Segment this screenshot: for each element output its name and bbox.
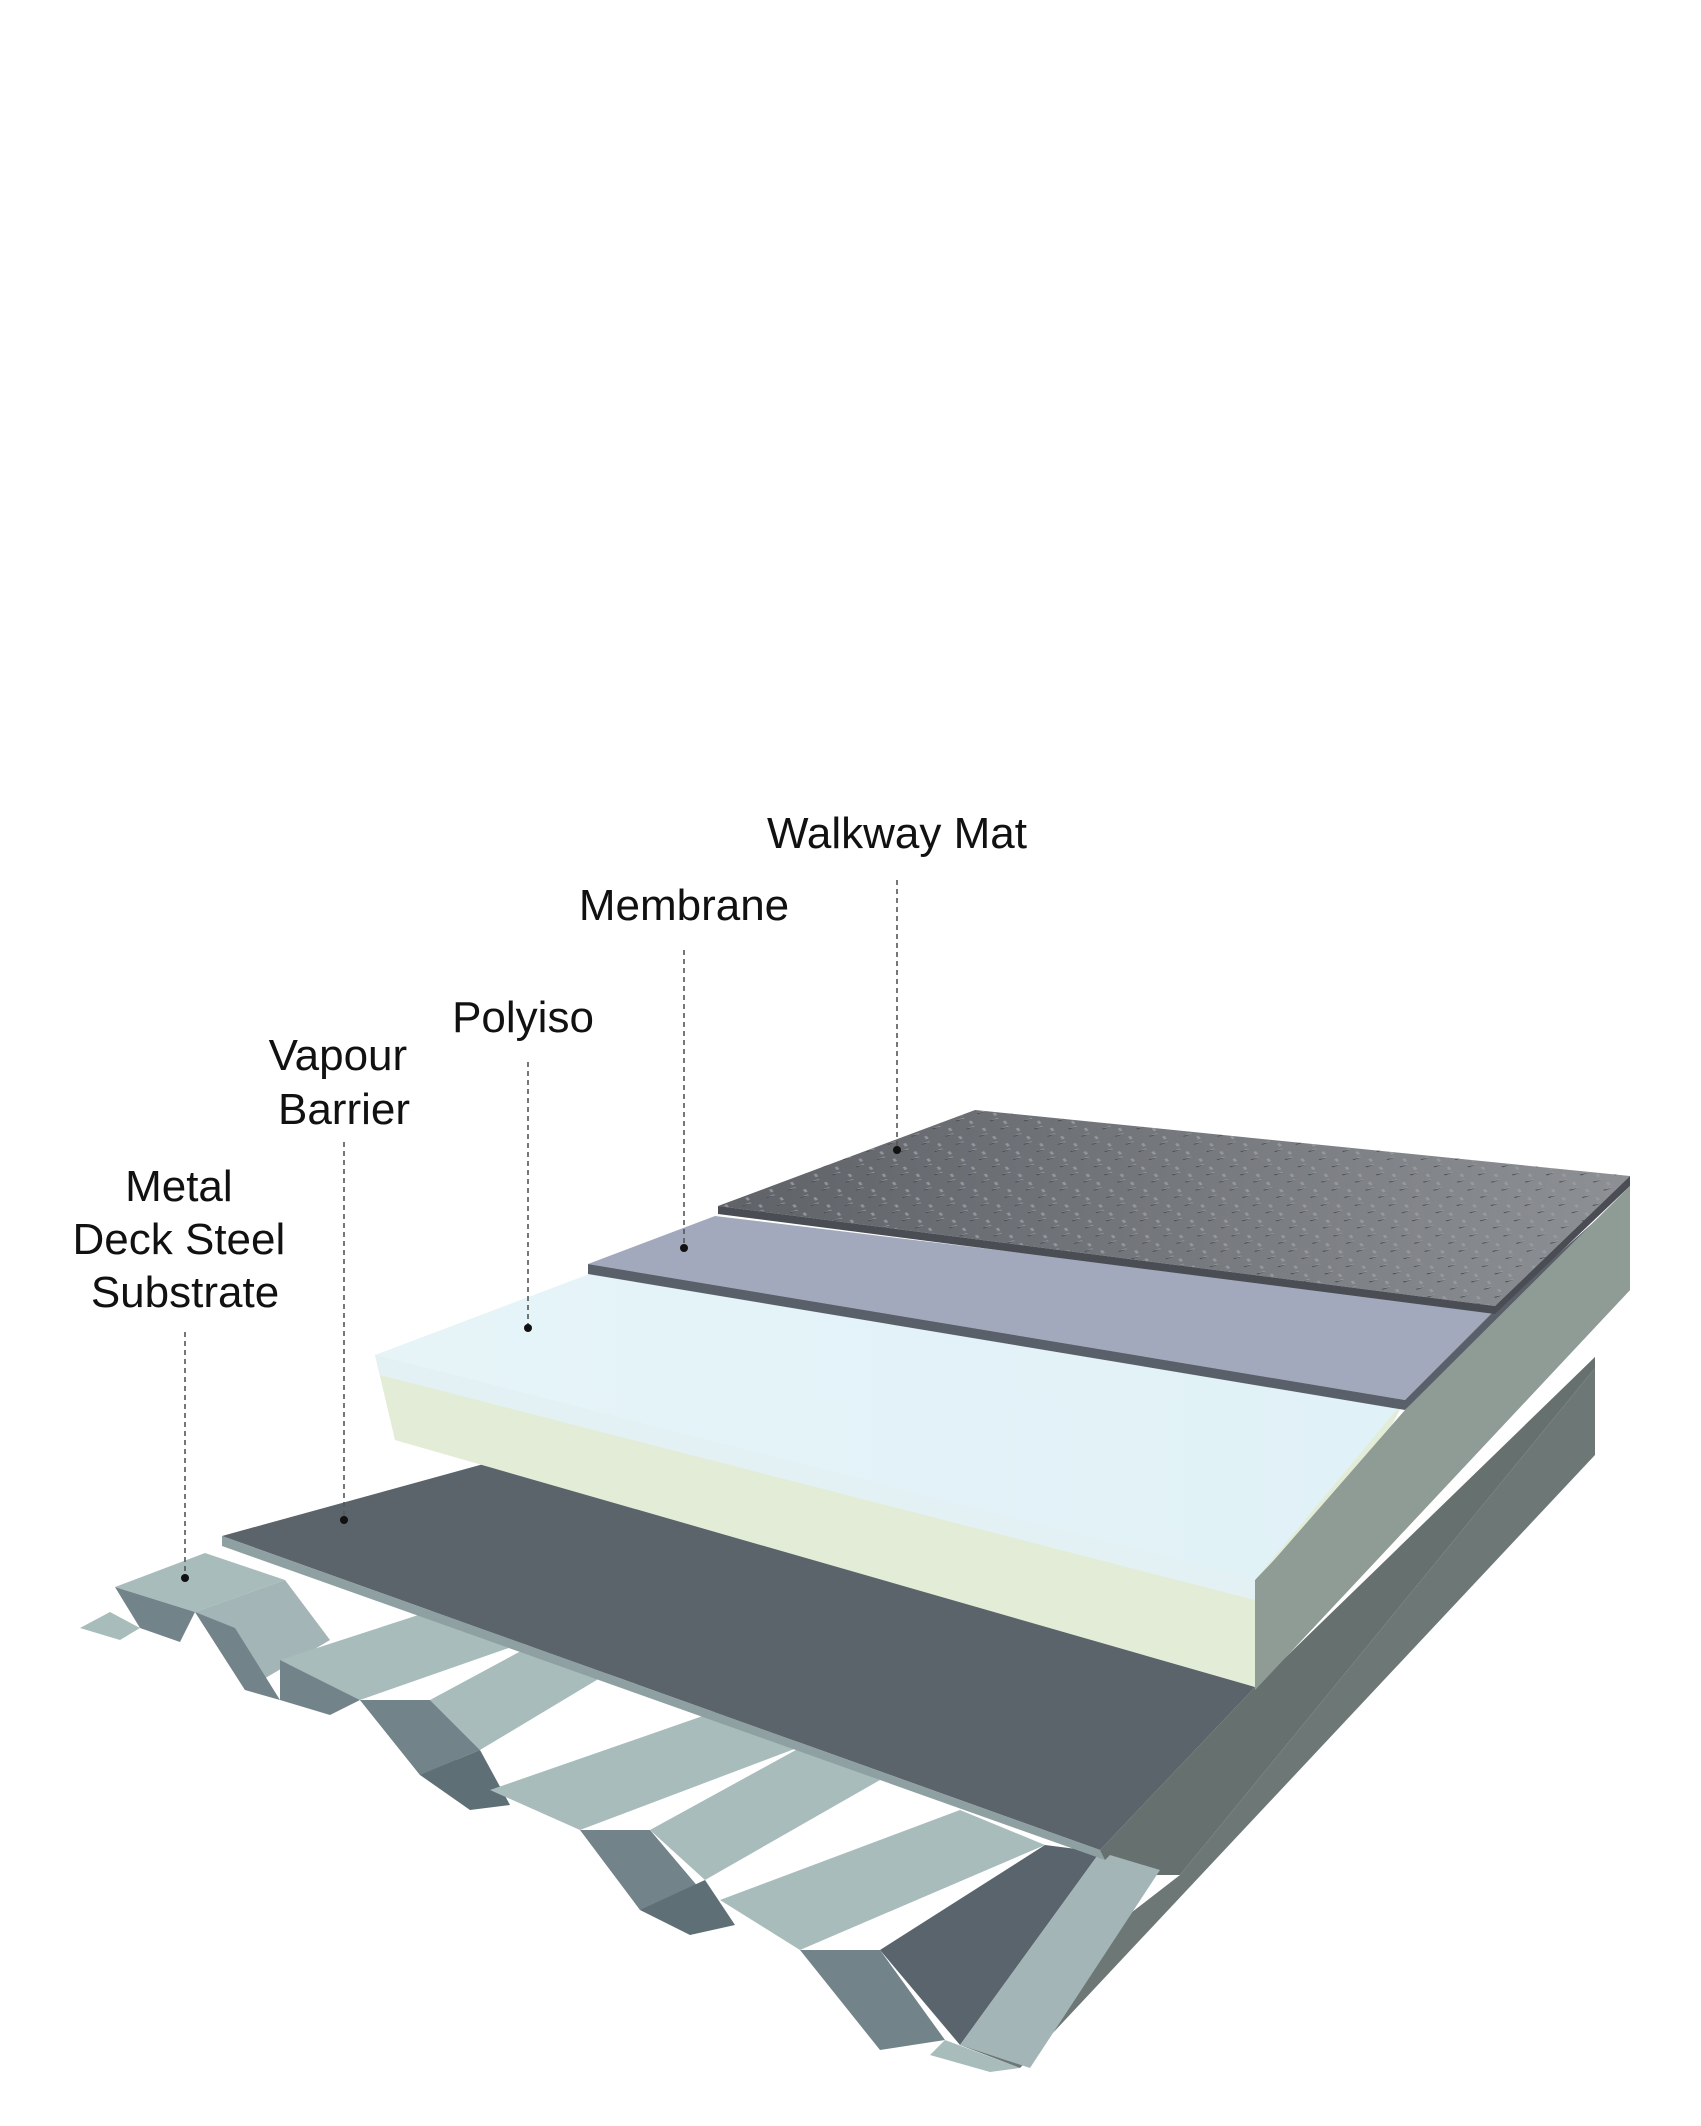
vapour-barrier-side <box>1100 1357 1595 1860</box>
callout-vapour-barrier: Vapour Barrier <box>269 1031 420 1524</box>
assembly-right-side-face <box>1255 1186 1630 1690</box>
label-line: Substrate <box>91 1268 279 1317</box>
deck-flute-top <box>80 1612 140 1640</box>
membrane-edge <box>588 1264 1405 1410</box>
walkway-mat-edge <box>718 1206 1495 1314</box>
walkway-mat-tread-pattern <box>718 1110 1630 1306</box>
deck-valley <box>490 1710 805 1830</box>
deck-rib-top <box>115 1553 285 1612</box>
label-membrane: Membrane <box>579 881 789 930</box>
deck-flute-bottom <box>195 1612 280 1700</box>
deck-rib-face <box>580 1830 705 1910</box>
deck-rib-face <box>960 1852 1160 2068</box>
callout-membrane: Membrane <box>579 881 789 1252</box>
deck-valley-wall <box>280 1660 360 1715</box>
leader-dot <box>524 1324 532 1332</box>
walkway-mat-side <box>1495 1176 1630 1314</box>
deck-rib-bottom <box>930 2040 1020 2072</box>
callout-walkway-mat: Walkway Mat <box>767 809 1027 1154</box>
deck-rib-wall <box>115 1587 195 1642</box>
label-line: Deck Steel <box>73 1215 286 1264</box>
label-line: Metal <box>125 1162 233 1211</box>
label-line: Barrier <box>278 1085 410 1134</box>
deck-rib-face <box>360 1700 480 1775</box>
vapour-barrier-edge <box>222 1536 1105 1860</box>
leader-dot <box>181 1574 189 1582</box>
label-vapour-barrier: Vapour Barrier <box>269 1031 420 1134</box>
callout-metal-deck: Metal Deck Steel Substrate <box>73 1162 298 1582</box>
vapour-barrier-layer <box>222 1357 1595 1860</box>
polyiso-front-upper <box>375 1355 1255 1600</box>
walkway-mat-layer <box>718 1110 1630 1314</box>
vapour-barrier-top <box>222 1454 1255 1850</box>
label-line: Vapour <box>269 1031 408 1080</box>
label-polyiso: Polyiso <box>452 993 594 1042</box>
polyiso-top-face <box>375 1270 1405 1580</box>
deck-rib-face <box>420 1750 510 1810</box>
deck-rib-top <box>880 1845 1100 2045</box>
deck-rib-top <box>650 1745 880 1880</box>
deck-rib-face <box>800 1950 945 2050</box>
leader-dot <box>340 1516 348 1524</box>
membrane-top <box>588 1216 1495 1400</box>
label-walkway-mat: Walkway Mat <box>767 809 1027 858</box>
callout-polyiso: Polyiso <box>452 993 594 1332</box>
deck-rib-face <box>640 1880 735 1935</box>
deck-valley <box>720 1810 1045 1950</box>
label-metal-deck: Metal Deck Steel Substrate <box>73 1162 298 1317</box>
leader-dot <box>680 1244 688 1252</box>
leader-dot <box>893 1146 901 1154</box>
